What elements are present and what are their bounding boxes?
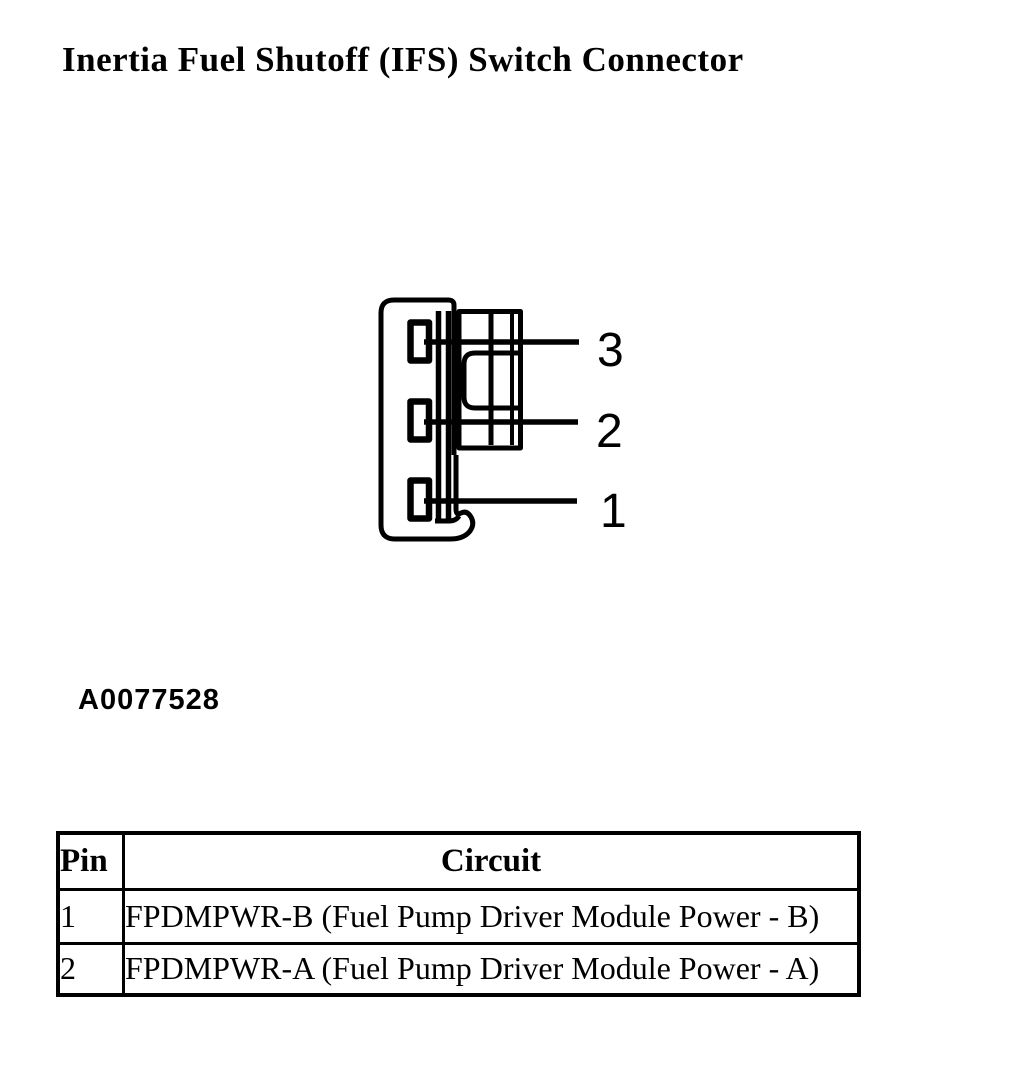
table-row: 1 FPDMPWR-B (Fuel Pump Driver Module Pow… (56, 887, 861, 945)
connector-latch-arc (461, 350, 519, 411)
connector-diagram: 3 2 1 (378, 297, 627, 542)
pin-label-3: 3 (597, 324, 624, 377)
pin-label-2: 2 (596, 405, 623, 458)
connector-body-outline (378, 297, 476, 542)
figure-caption: A0077528 (78, 684, 220, 716)
table-header-row: Pin Circuit (56, 831, 861, 891)
pin-column-header: Pin (56, 831, 125, 891)
pin-label-1: 1 (600, 485, 627, 538)
circuit-cell: FPDMPWR-A (Fuel Pump Driver Module Power… (122, 941, 861, 997)
pin-circuit-table: Pin Circuit 1 FPDMPWR-B (Fuel Pump Drive… (56, 831, 861, 997)
table-row: 2 FPDMPWR-A (Fuel Pump Driver Module Pow… (56, 941, 861, 997)
connector-front-face (456, 309, 523, 451)
page-title: Inertia Fuel Shutoff (IFS) Switch Connec… (62, 40, 744, 79)
pin-number-cell: 2 (56, 941, 125, 997)
connector-hook-bar (435, 514, 462, 524)
circuit-column-header: Circuit (122, 831, 861, 891)
circuit-cell: FPDMPWR-B (Fuel Pump Driver Module Power… (122, 887, 861, 945)
pin-number-cell: 1 (56, 887, 125, 945)
